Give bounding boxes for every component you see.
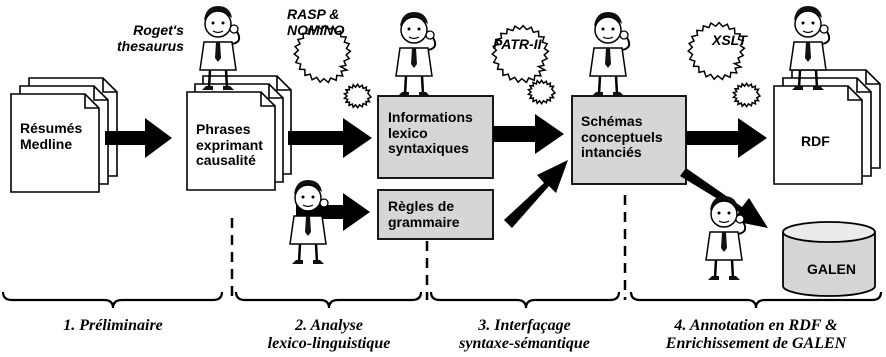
rasp-label-line: NOMINO — [287, 22, 345, 39]
patr-label: PATR-II — [493, 36, 542, 52]
gears — [293, 21, 762, 110]
regles-label-line: Règles de — [388, 198, 455, 214]
gear-small-rasp — [342, 82, 373, 110]
person-informations — [394, 10, 437, 98]
phase-label-line: 4. Annotation en RDF & — [674, 317, 838, 334]
phase-label-line: 3. Interfaçage — [478, 317, 571, 334]
informations-label: Informations lexico syntaxiques — [388, 109, 473, 157]
regles-label: Règles de grammaire — [388, 198, 460, 230]
medline-label-line: Medline — [20, 135, 73, 152]
gear-small-xslt — [731, 81, 762, 109]
rdf-documents — [773, 69, 881, 185]
gear-large-rasp — [293, 24, 352, 84]
phase-1-label: 1. Préliminaire — [48, 317, 178, 335]
regles-box-shape — [377, 189, 494, 240]
phrases-label-line: Phrases — [196, 121, 251, 137]
person-regles — [288, 178, 331, 266]
schemas-label: Schémas conceptuels intanciés — [581, 113, 663, 161]
gear-large-xslt — [687, 21, 746, 81]
phase-label-line: 2. Analyse — [295, 317, 363, 334]
schemas-label-line: Schémas — [581, 113, 643, 129]
arrow-regles-schemas — [504, 160, 568, 228]
xslt-label: XSLT — [712, 32, 747, 48]
informations-label-line: lexico — [388, 124, 428, 141]
galen-database — [782, 221, 876, 297]
rdf-label: RDF — [801, 133, 830, 149]
galen-label: GALEN — [807, 261, 856, 277]
schemas-label-line: intanciés — [581, 144, 642, 161]
arrow-medline-phrases — [105, 118, 172, 158]
person-schemas — [588, 10, 631, 98]
phrases-label-line: exprimant — [196, 136, 263, 153]
phase-label-line: lexico-linguistique — [267, 334, 391, 352]
phase-label-line: syntaxe-sémantique — [459, 334, 590, 352]
phase-2-label: 2. Analyse lexico-linguistique — [244, 317, 414, 353]
schemas-label-line: conceptuels — [581, 128, 663, 145]
regles-label-line: grammaire — [388, 213, 460, 230]
phrases-label-line: causalité — [196, 152, 256, 169]
arrow-phrases-informations — [288, 118, 372, 158]
medline-label-line: Résumés — [20, 120, 83, 136]
phase-dividers — [230, 195, 627, 300]
gear-large-patr — [491, 24, 550, 84]
phase-label-line: 1. Préliminaire — [63, 317, 163, 334]
roget-label-line: Roget's — [133, 22, 184, 38]
informations-label-line: syntaxiques — [388, 140, 469, 157]
informations-box-shape — [377, 95, 494, 179]
phase-braces — [1, 291, 883, 309]
arrow-informations-schemas — [493, 114, 564, 154]
phase-4-label: 4. Annotation en RDF & Enrichissement de… — [646, 317, 866, 353]
rasp-label: RASP & NOMINO — [287, 6, 345, 38]
roget-label: Roget's thesaurus — [117, 22, 184, 54]
arrow-to-regles — [296, 193, 370, 231]
gear-small-patr — [526, 78, 557, 106]
arrow-schemas-rdf — [686, 118, 767, 158]
phase-label-line: Enrichissement de GALEN — [665, 334, 847, 352]
rasp-label-line: RASP & — [287, 6, 340, 22]
roget-label-line: thesaurus — [117, 38, 184, 55]
medline-label: Résumés Medline — [20, 120, 83, 152]
phase-3-label: 3. Interfaçage syntaxe-sémantique — [437, 317, 612, 353]
informations-label-line: Informations — [388, 109, 473, 125]
phrases-label: Phrases exprimant causalité — [196, 121, 263, 169]
